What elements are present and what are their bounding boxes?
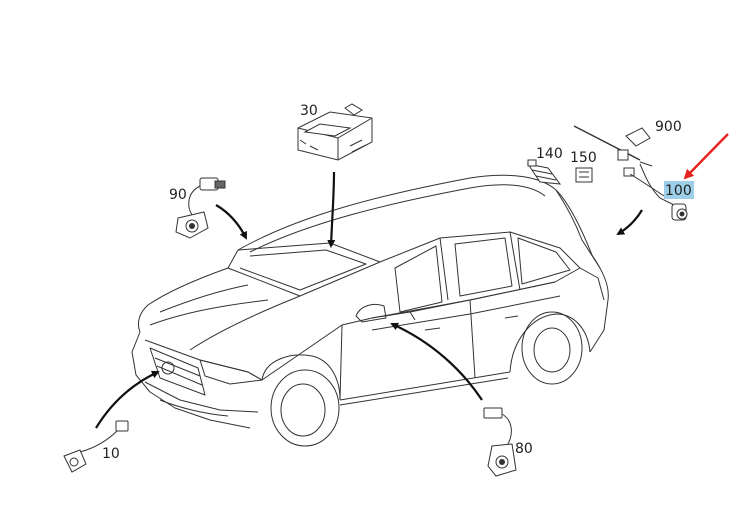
part-900-cable: [573, 125, 653, 167]
part-90-sensor: [175, 177, 226, 239]
part-150-clip: [575, 167, 593, 183]
callout-900[interactable]: 900: [655, 119, 682, 135]
callout-30[interactable]: 30: [300, 103, 318, 119]
callout-100[interactable]: 100: [665, 183, 692, 199]
part-10-sensor: [63, 420, 129, 473]
callout-150[interactable]: 150: [570, 150, 597, 166]
highlight-box: [664, 181, 694, 199]
callout-80[interactable]: 80: [515, 441, 533, 457]
callout-90[interactable]: 90: [169, 187, 187, 203]
location-arrows: [95, 171, 643, 429]
part-30-module: [297, 103, 373, 161]
part-140-bracket: [526, 159, 562, 185]
part-80-sensor: [483, 407, 517, 477]
pointer-arrow: [683, 133, 729, 180]
car-body: [131, 174, 609, 447]
callout-10[interactable]: 10: [102, 446, 120, 462]
callout-140[interactable]: 140: [536, 146, 563, 162]
